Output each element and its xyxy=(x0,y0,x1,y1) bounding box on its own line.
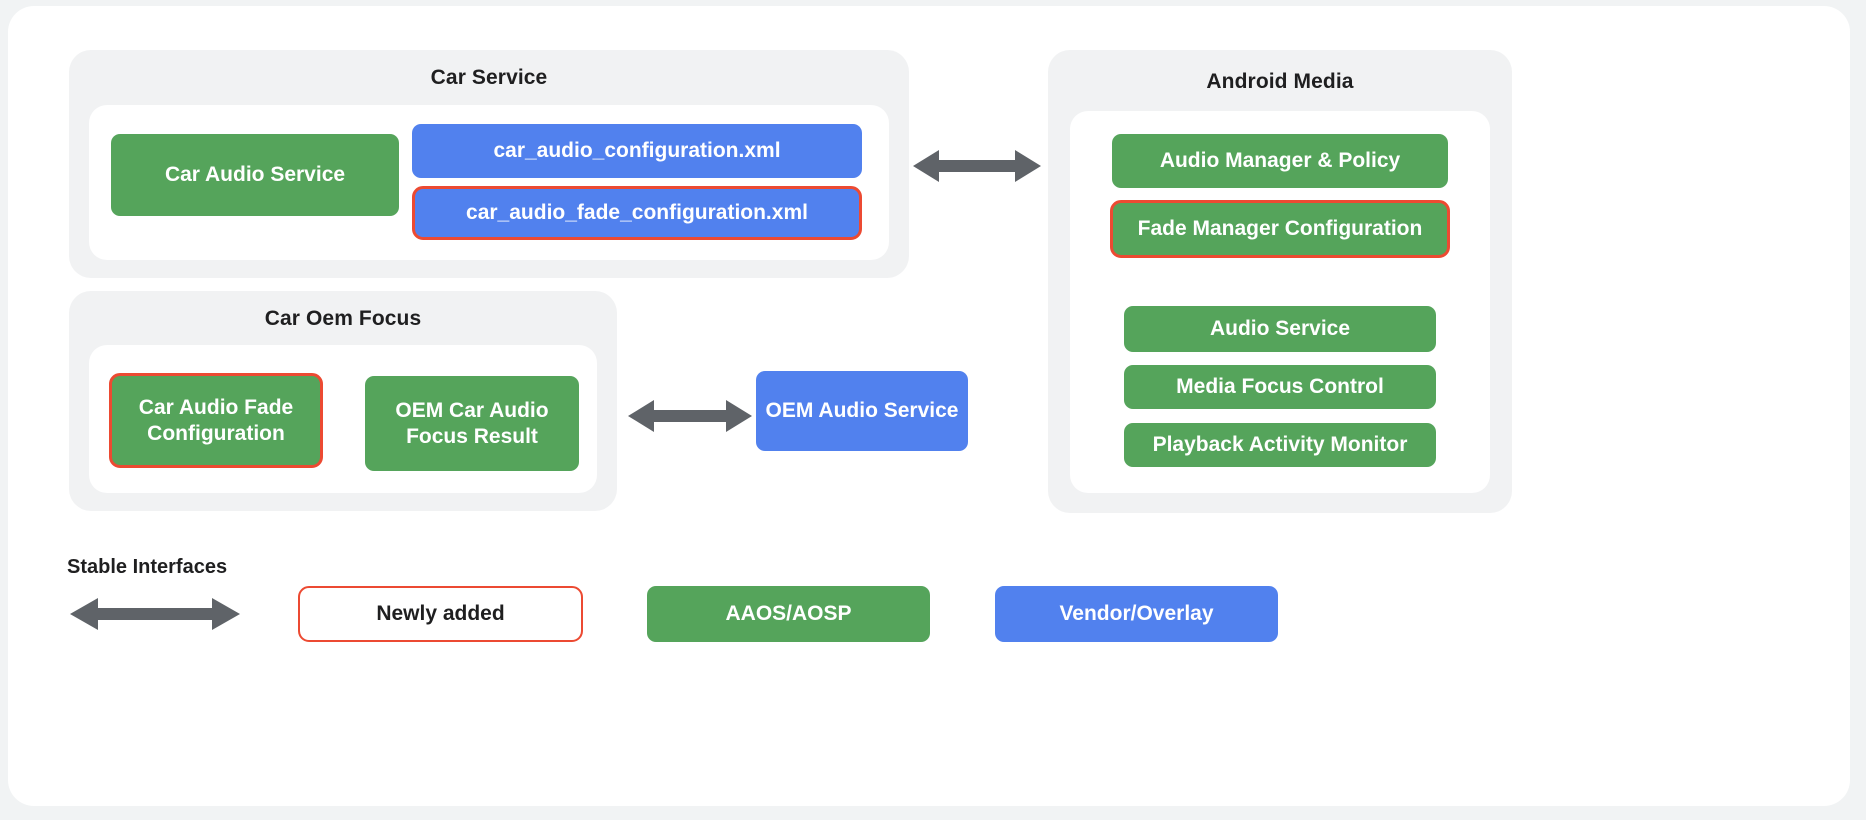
legend-item-newly-added[interactable]: Newly added xyxy=(298,586,583,642)
node-fade-manager-configuration[interactable]: Fade Manager Configuration xyxy=(1110,200,1450,258)
group-car-service-title: Car Service xyxy=(430,66,548,89)
connector-car-oem-focus-to-oem-audio-service xyxy=(628,396,752,436)
legend-item-aaos-aosp[interactable]: AAOS/AOSP xyxy=(647,586,930,642)
group-android-media: Android Media Audio Manager & Policy Fad… xyxy=(1048,50,1512,513)
node-car-audio-configuration-xml[interactable]: car_audio_configuration.xml xyxy=(412,124,862,178)
node-audio-manager-and-policy[interactable]: Audio Manager & Policy xyxy=(1112,134,1448,188)
node-car-audio-fade-configuration[interactable]: Car Audio Fade Configuration xyxy=(109,373,323,468)
group-car-service: Car Service Car Audio Service car_audio_… xyxy=(69,50,909,278)
group-android-media-title: Android Media xyxy=(1206,70,1354,93)
group-car-oem-focus-title: Car Oem Focus xyxy=(264,307,422,330)
node-playback-activity-monitor[interactable]: Playback Activity Monitor xyxy=(1124,423,1436,467)
node-audio-service[interactable]: Audio Service xyxy=(1124,306,1436,352)
diagram-card: Car Service Car Audio Service car_audio_… xyxy=(8,6,1850,806)
node-car-audio-service[interactable]: Car Audio Service xyxy=(111,134,399,216)
group-car-oem-focus: Car Oem Focus Car Audio Fade Configurati… xyxy=(69,291,617,511)
node-media-focus-control[interactable]: Media Focus Control xyxy=(1124,365,1436,409)
legend-double-arrow-icon xyxy=(70,594,240,634)
node-oem-audio-service[interactable]: OEM Audio Service xyxy=(756,371,968,451)
connector-car-service-to-android-media xyxy=(913,146,1041,186)
legend-item-vendor-overlay[interactable]: Vendor/Overlay xyxy=(995,586,1278,642)
legend-title: Stable Interfaces xyxy=(67,556,228,578)
node-car-audio-fade-configuration-xml[interactable]: car_audio_fade_configuration.xml xyxy=(412,186,862,240)
node-oem-car-audio-focus-result[interactable]: OEM Car Audio Focus Result xyxy=(365,376,579,471)
